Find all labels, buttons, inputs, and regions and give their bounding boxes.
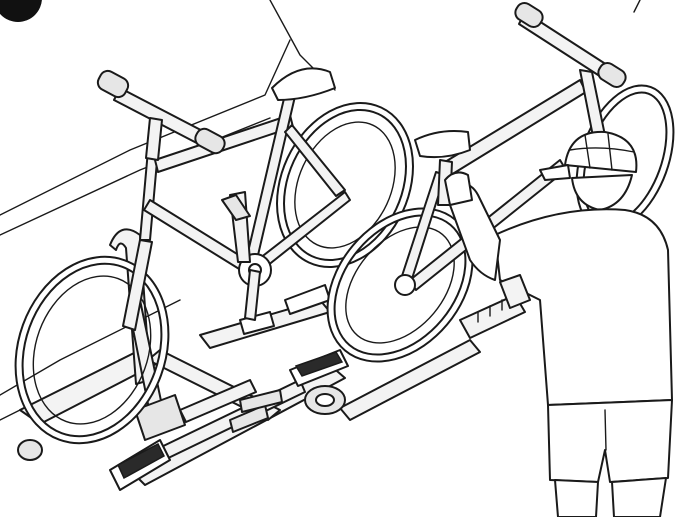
hitch-bike-rack (17, 228, 526, 491)
step-number-badge-icon (0, 0, 42, 22)
person-lifting-bike (444, 130, 673, 517)
rear-rack-arm (499, 274, 531, 309)
mounted-bicycle (14, 67, 414, 445)
